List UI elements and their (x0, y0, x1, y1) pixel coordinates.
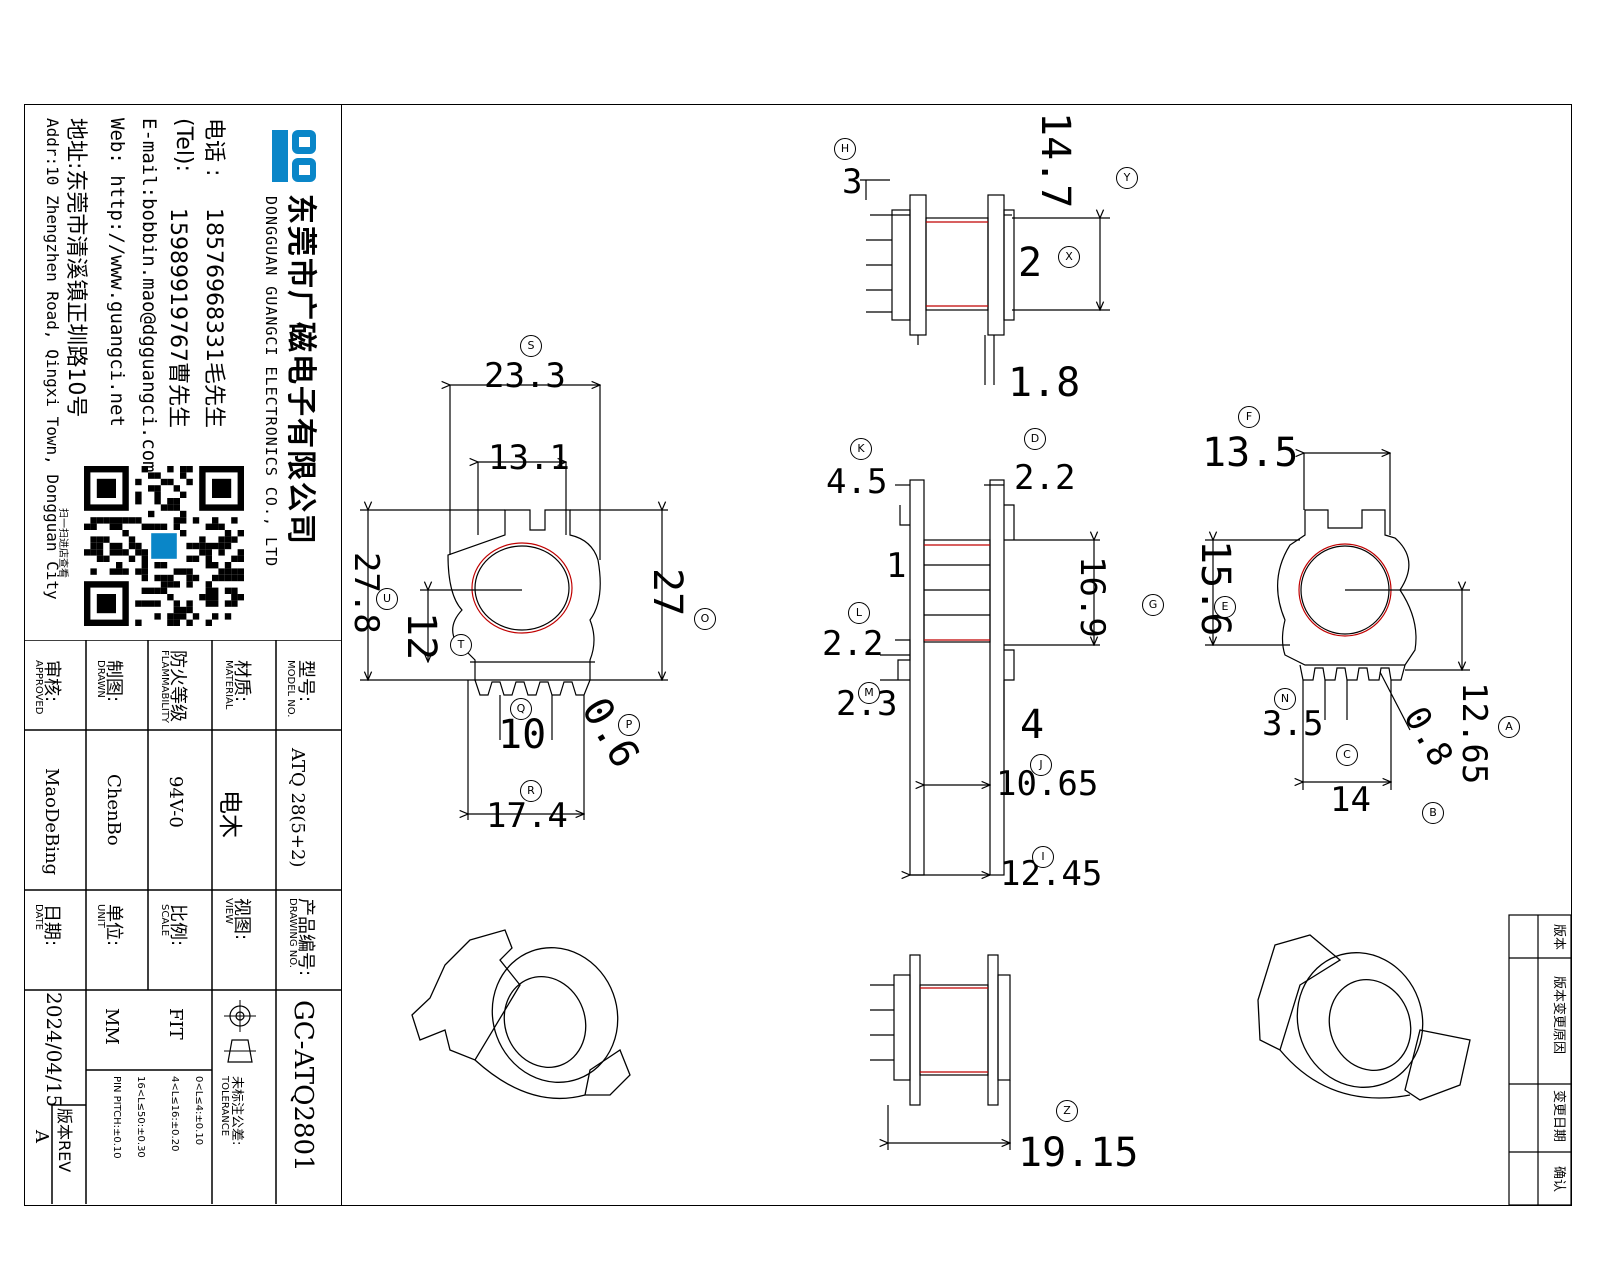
balloon-o: O (694, 608, 716, 630)
dim-16-9: 16.9 (1072, 556, 1112, 638)
balloon-g: G (1142, 594, 1164, 616)
qr-code-icon (84, 466, 244, 626)
dim-13-1: 13.1 (488, 438, 570, 478)
gc-logo-icon (272, 130, 316, 182)
drawing-frame (24, 104, 1572, 1206)
company-logo (270, 128, 320, 184)
balloon-j: J (1030, 754, 1052, 776)
dim-15-6: 15.6 (1192, 540, 1238, 637)
right-front-view (1205, 453, 1470, 790)
dim-14-7: 14.7 (1032, 112, 1078, 209)
balloon-i: I (1032, 846, 1054, 868)
balloon-u: U (376, 588, 398, 610)
balloon-s: S (520, 335, 542, 357)
balloon-p: P (618, 714, 640, 736)
dim-19-15: 19.15 (1018, 1130, 1139, 1176)
iso-view-right (1257, 934, 1471, 1101)
projection-symbol-icon (220, 996, 260, 1070)
balloon-l: L (848, 602, 870, 624)
balloon-n: N (1274, 688, 1296, 710)
dim-1-8: 1.8 (1008, 360, 1081, 406)
left-front-view (360, 385, 668, 820)
bottom-center-view (870, 954, 1010, 1150)
middle-side-view (880, 479, 1100, 875)
balloon-t: T (450, 634, 472, 656)
dim-2: 2 (1018, 240, 1043, 286)
balloon-c: C (1336, 744, 1358, 766)
balloon-m: M (858, 682, 880, 704)
dim-12-65: 12.65 (1454, 682, 1494, 785)
dim-3-5: 3.5 (1262, 704, 1324, 744)
iso-view-left (411, 929, 631, 1100)
balloon-a: A (1498, 716, 1520, 738)
dim-12: 12 (398, 612, 444, 661)
balloon-e: E (1214, 596, 1236, 618)
balloon-y: Y (1116, 167, 1138, 189)
balloon-r: R (520, 780, 542, 802)
dim-13-5: 13.5 (1202, 430, 1299, 476)
balloon-h: H (834, 138, 856, 160)
dim-14: 14 (1330, 780, 1371, 820)
balloon-z: Z (1056, 1100, 1078, 1122)
dim-27: 27 (644, 568, 690, 617)
dim-4-5: 4.5 (826, 462, 888, 502)
balloon-q: Q (510, 698, 532, 720)
revision-table (1508, 914, 1572, 1206)
balloon-x: X (1058, 246, 1080, 268)
dim-1: 1 (886, 546, 907, 586)
dim-4: 4 (1020, 702, 1045, 748)
top-view (860, 179, 1110, 385)
dim-3: 3 (842, 162, 863, 202)
qr-code (84, 466, 244, 626)
balloon-f: F (1238, 406, 1260, 428)
balloon-k: K (850, 438, 872, 460)
dim-2-2-b: 2.2 (822, 624, 884, 664)
dim-17-4: 17.4 (486, 796, 568, 836)
title-panel (24, 104, 342, 1206)
title-block-grid (24, 640, 342, 1204)
balloon-d: D (1024, 428, 1046, 450)
dim-2-2-a: 2.2 (1014, 458, 1076, 498)
balloon-b: B (1422, 802, 1444, 824)
dim-23-3: 23.3 (484, 356, 566, 396)
